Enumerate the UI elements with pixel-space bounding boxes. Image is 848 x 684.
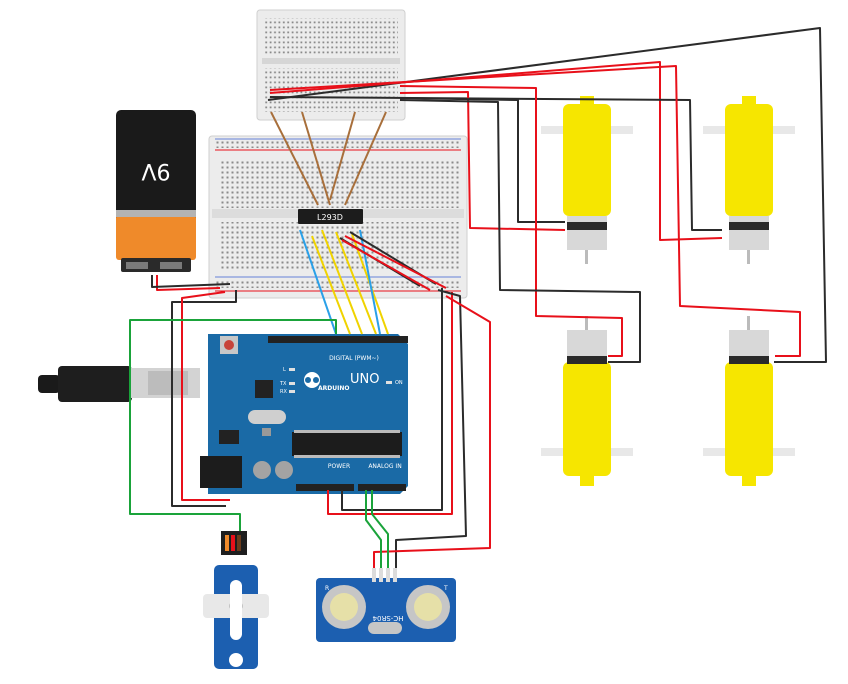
dc-motor-top-right[interactable] <box>703 96 795 264</box>
wire-black-arduino-gnd <box>171 290 237 507</box>
wire-red-bb-2 <box>344 235 447 289</box>
hc-sr04-sensor[interactable]: HC-SR04 R T <box>316 568 456 642</box>
sensor-mark-t: T <box>443 585 448 592</box>
arduino-analog-header: ANALOG IN <box>368 463 401 470</box>
wire-brown-4 <box>344 111 387 206</box>
arduino-led-l: L <box>283 367 286 373</box>
wire-yellow-1 <box>311 235 351 335</box>
arduino-power-header: POWER <box>328 463 350 470</box>
l293d-label: L293D <box>317 213 343 222</box>
wire-black-sensor-gnd <box>395 289 467 568</box>
wire-red-right-1 <box>327 292 453 515</box>
wire-black-motor-bl <box>399 99 641 363</box>
wire-red-bb-1 <box>341 239 431 291</box>
arduino-led-on: ON <box>395 380 403 386</box>
wire-black-top-long <box>267 27 827 363</box>
wire-black-right-1 <box>341 288 443 511</box>
dc-motor-bottom-right[interactable] <box>703 316 795 486</box>
wire-yellow-3 <box>335 231 377 335</box>
mini-breadboard[interactable] <box>256 9 406 121</box>
l293d-chip[interactable]: L293D <box>298 209 363 224</box>
wire-green-servo <box>129 319 337 531</box>
sensor-model: HC-SR04 <box>372 614 403 622</box>
dc-motor-top-left[interactable] <box>541 96 633 264</box>
usb-cable[interactable] <box>38 366 200 402</box>
wire-brown-2 <box>301 111 331 206</box>
arduino-digital-header: DIGITAL (PWM~) <box>329 355 379 362</box>
wire-brown-1 <box>270 111 319 206</box>
wire-brown-3 <box>329 111 356 201</box>
battery-label: 9V <box>141 158 170 183</box>
wire-red-arduino-5v <box>181 291 230 501</box>
servo-motor[interactable] <box>203 531 269 669</box>
arduino-brand: ARDUINO <box>318 385 349 392</box>
wire-blue-2 <box>359 229 381 335</box>
arduino-led-tx: TX <box>279 381 287 387</box>
wire-green-sensor-2 <box>371 490 389 568</box>
sensor-mark-r: R <box>325 585 329 592</box>
arduino-led-rx: RX <box>280 389 287 395</box>
wires <box>129 27 827 568</box>
wire-red-motor-bl <box>399 85 623 357</box>
wire-blue-1 <box>299 229 337 335</box>
wire-red-top-3 <box>269 65 801 357</box>
wire-green-sensor-1 <box>365 490 382 568</box>
arduino-model: UNO <box>350 372 379 387</box>
wire-black-motor-tl <box>399 97 565 223</box>
battery-9v[interactable]: 9V <box>116 110 196 272</box>
wire-red-sensor-vcc <box>373 295 491 568</box>
wire-red-motor-tl <box>399 91 566 231</box>
arduino-uno[interactable]: DIGITAL (PWM~) L TX RX ON ARDUINO UNO PO… <box>200 334 408 494</box>
wire-red-battery <box>156 275 221 291</box>
wire-yellow-2 <box>321 229 363 335</box>
wire-black-battery <box>151 275 231 288</box>
dc-motor-bottom-left[interactable] <box>541 316 633 486</box>
